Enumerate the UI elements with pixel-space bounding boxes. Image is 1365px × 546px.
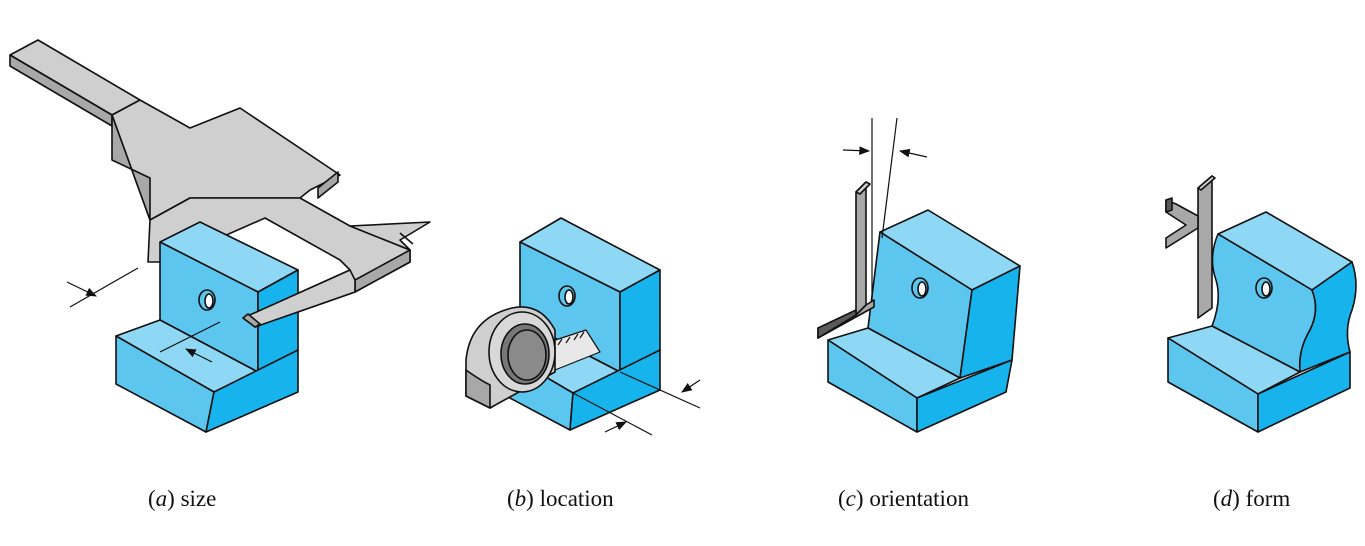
tape-measure-icon	[465, 306, 601, 409]
caption-c-letter: c	[845, 486, 856, 511]
panel-b-location	[465, 217, 701, 436]
caption-c: (c) orientation	[838, 486, 969, 511]
panel-a-size	[9, 39, 431, 433]
caption-a: (a) size	[148, 486, 217, 511]
caption-c-label: orientation	[869, 486, 969, 511]
panel-c-orientation	[817, 117, 1021, 433]
square-icon	[817, 181, 875, 339]
caption-b-letter: b	[514, 486, 527, 511]
block-a	[115, 221, 299, 433]
caption-d: (d) form	[1213, 486, 1291, 511]
profile-gauge-icon	[1165, 175, 1216, 319]
caption-b-label: location	[539, 486, 614, 511]
panel-d-form	[1165, 175, 1357, 433]
caption-a-letter: a	[155, 486, 168, 511]
caption-d-label: form	[1245, 486, 1291, 511]
caption-b: (b) location	[507, 486, 614, 511]
caption-a-label: size	[180, 486, 217, 511]
caption-d-letter: d	[1220, 486, 1233, 511]
block-d	[1167, 211, 1357, 433]
